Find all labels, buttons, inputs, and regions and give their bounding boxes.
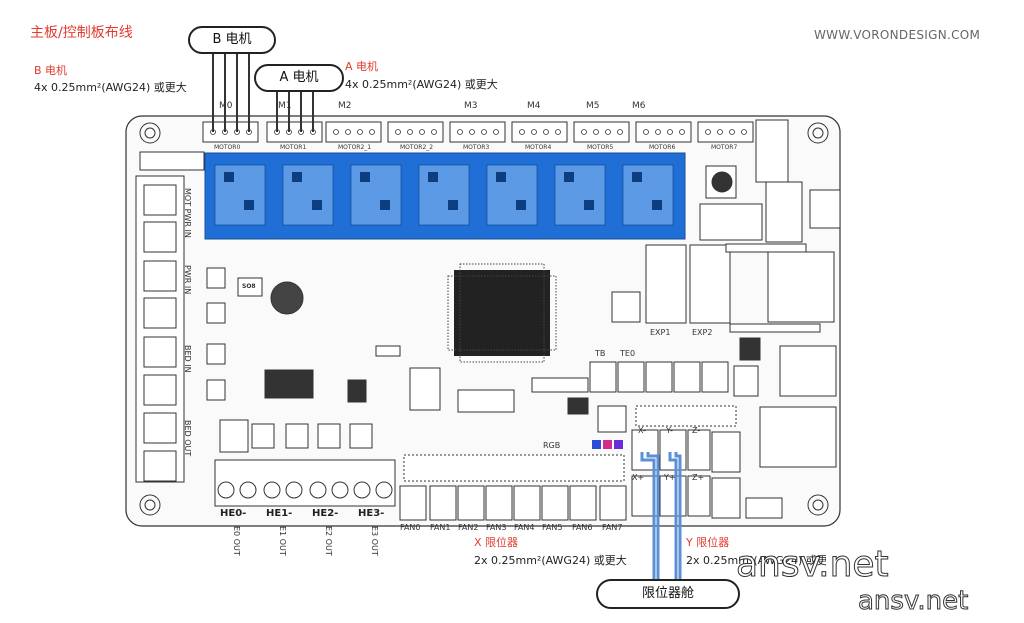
motor-label-m1: M1 <box>278 101 292 111</box>
motor-label-m0: M0 <box>219 101 233 111</box>
heater-terminals <box>214 459 396 507</box>
label-e2-out: E2 OUT <box>324 526 333 556</box>
label-fan6: FAN6 <box>572 523 593 532</box>
label-he2: HE2- <box>312 508 339 519</box>
website-label: WWW.VORONDESIGN.COM <box>814 28 981 42</box>
label-mot-pwr-in: MOT PWR IN <box>183 188 192 238</box>
a-motor-pill: A 电机 <box>254 64 344 92</box>
misc-components <box>219 119 841 519</box>
b-motor-label: B 电机 <box>34 64 68 77</box>
label-fan0: FAN0 <box>400 523 421 532</box>
label-exp1: EXP1 <box>650 328 671 337</box>
motor-label-m6: M6 <box>632 101 646 111</box>
chip-label-so8: SO8 <box>242 283 256 290</box>
silk-motor2-1: MOTOR2_1 <box>338 144 372 151</box>
page-title: 主板/控制板布线 <box>30 25 133 41</box>
x-endstop-wire-spec: 2x 0.25mm²(AWG24) 或更大 <box>474 554 627 567</box>
power-terminals <box>135 151 226 483</box>
label-z-minus: Z- <box>692 426 701 435</box>
endstop-headers <box>631 405 737 517</box>
silk-motor4: MOTOR4 <box>525 144 552 151</box>
b-motor-pill: B 电机 <box>188 26 276 54</box>
a-motor-wires <box>276 90 314 132</box>
label-z-plus: Z+ <box>692 473 705 482</box>
motor-connectors <box>202 121 754 143</box>
stepper-driver-area <box>204 152 686 240</box>
label-he1: HE1- <box>266 508 293 519</box>
b-motor-wire-spec: 4x 0.25mm²(AWG24) 或更大 <box>34 81 187 94</box>
silk-motor6: MOTOR6 <box>649 144 676 151</box>
silk-motor1: MOTOR1 <box>280 144 307 151</box>
x-endstop-label: X 限位器 <box>474 536 519 549</box>
motor-label-m4: M4 <box>527 101 541 111</box>
b-motor-wires <box>212 50 250 132</box>
label-e0-out: E0 OUT <box>232 526 241 556</box>
label-x-plus: X+ <box>632 473 645 482</box>
mcu-chip <box>447 263 557 363</box>
label-he3: HE3- <box>358 508 385 519</box>
motor-label-m2: M2 <box>338 101 352 111</box>
fan-connectors <box>399 454 627 521</box>
label-exp2: EXP2 <box>692 328 713 337</box>
label-he0: HE0- <box>220 508 247 519</box>
label-fan7: FAN7 <box>602 523 623 532</box>
label-fan3: FAN3 <box>486 523 507 532</box>
label-bed-in: BED IN <box>183 345 192 373</box>
label-x-minus: X- <box>638 426 646 435</box>
label-fan4: FAN4 <box>514 523 535 532</box>
silk-motor5: MOTOR5 <box>587 144 614 151</box>
label-pwr-in: PWR IN <box>183 265 192 295</box>
label-y-plus: Y+ <box>664 473 676 482</box>
label-fan1: FAN1 <box>430 523 451 532</box>
watermark-large: ansv.net <box>736 544 890 586</box>
watermark-small: ansv.net <box>857 586 969 617</box>
motor-label-m3: M3 <box>464 101 478 111</box>
rgb-connector <box>592 440 623 449</box>
label-e3-out: E3 OUT <box>370 526 379 556</box>
silk-motor0: MOTOR0 <box>214 144 241 151</box>
label-e1-out: E1 OUT <box>278 526 287 556</box>
label-y-minus: Y- <box>666 426 673 435</box>
endstop-bay-pill: 限位器舱 <box>596 579 740 609</box>
motor-label-m5: M5 <box>586 101 600 111</box>
label-te0: TE0 <box>620 349 636 358</box>
silk-motor7: MOTOR7 <box>711 144 738 151</box>
silk-motor2-2: MOTOR2_2 <box>400 144 434 151</box>
label-bed-out: BED OUT <box>183 420 192 457</box>
y-endstop-label: Y 限位器 <box>686 536 730 549</box>
a-motor-wire-spec: 4x 0.25mm²(AWG24) 或更大 <box>345 78 498 91</box>
label-fan2: FAN2 <box>458 523 479 532</box>
label-rgb: RGB <box>543 441 561 450</box>
label-fan5: FAN5 <box>542 523 563 532</box>
a-motor-label: A 电机 <box>345 60 379 73</box>
endstop-wires <box>640 452 682 580</box>
silk-motor3: MOTOR3 <box>463 144 490 151</box>
label-tb: TB <box>595 349 606 358</box>
y-endstop-wire-spec: 2x 0.25mm²(AWG24) 或更大 <box>686 554 826 567</box>
mounting-holes <box>139 122 829 516</box>
